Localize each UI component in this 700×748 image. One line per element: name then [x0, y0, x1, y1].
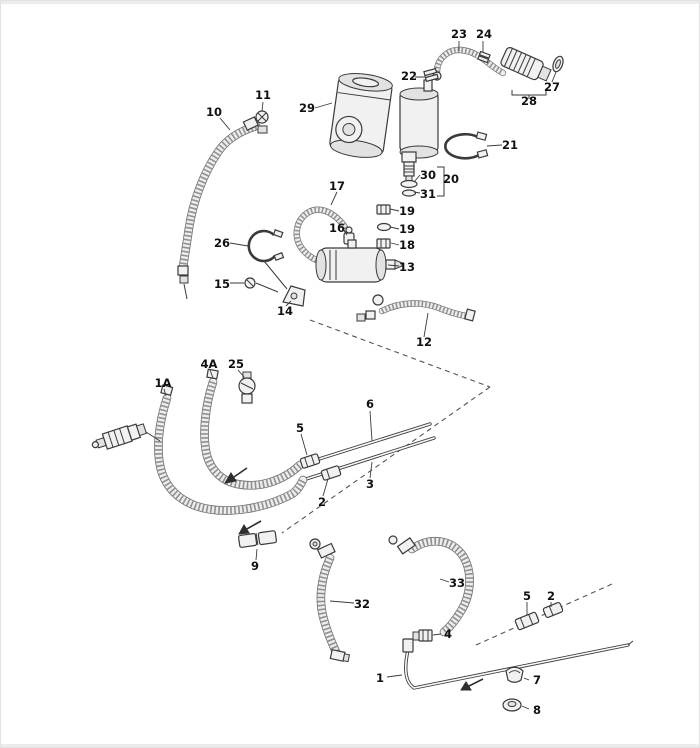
callout-4: 4: [444, 627, 452, 641]
callout-labels: 10 11 29 22 23 24 28 27 21 30 20 31 17 1…: [155, 27, 560, 717]
callout-11: 11: [255, 88, 271, 102]
banjo-bolt-11: [255, 110, 269, 134]
fuel-hose-12: [356, 294, 476, 322]
callout-25: 25: [228, 357, 244, 371]
fuel-hose-33: [388, 535, 470, 632]
fuel-hose-32: [309, 538, 351, 663]
callout-5-bottom: 5: [523, 589, 531, 603]
callout-33: 33: [449, 576, 465, 590]
seal-ring-27: [552, 55, 564, 73]
line-coupler-2-mid: [320, 465, 342, 481]
callout-4a: 4A: [201, 357, 218, 371]
callout-31: 31: [420, 187, 436, 201]
line-coupler-9: [238, 530, 278, 548]
callout-13: 13: [399, 260, 415, 274]
callout-23: 23: [451, 27, 467, 41]
callout-6: 6: [366, 397, 374, 411]
cushion-clamp-26: [247, 229, 288, 290]
ribbed-coupling-28: [500, 47, 552, 82]
callout-30: 30: [420, 168, 436, 182]
vent-valve-25: [238, 371, 256, 404]
retaining-clip-7: [505, 666, 524, 683]
callout-32: 32: [354, 597, 370, 611]
callout-5-mid: 5: [296, 421, 304, 435]
callout-26: 26: [214, 236, 230, 250]
callout-8: 8: [533, 703, 541, 717]
callout-10: 10: [206, 105, 222, 119]
callout-20: 20: [443, 172, 459, 186]
callout-16: 16: [329, 221, 345, 235]
fuel-pipe-1: [402, 638, 634, 690]
grommet-8: [502, 698, 522, 712]
callout-22: 22: [401, 69, 417, 83]
callout-9: 9: [251, 559, 259, 573]
callout-1: 1: [376, 671, 384, 685]
mounting-bracket-14: [282, 285, 306, 307]
fuel-hose-4a: [205, 368, 300, 485]
callout-leader-lines: [163, 41, 557, 710]
group-bracket-20: [437, 166, 445, 197]
callout-29: 29: [299, 101, 315, 115]
callout-19-upper: 19: [399, 204, 415, 218]
callout-28: 28: [521, 94, 537, 108]
hose-clamp-21: [444, 131, 489, 160]
callout-21: 21: [502, 138, 518, 152]
callout-7: 7: [533, 673, 541, 687]
clamp-bolt-15: [244, 277, 279, 293]
callout-15: 15: [214, 277, 230, 291]
callout-12: 12: [416, 335, 432, 349]
top-margin-band: [0, 0, 700, 4]
union-fitting-1a: [91, 423, 148, 450]
hose-clamp-24: [477, 50, 491, 64]
callout-18: 18: [399, 238, 415, 252]
callout-19-lower: 19: [399, 222, 415, 236]
bottom-margin-band: [0, 744, 700, 748]
callout-2-bottom: 2: [547, 589, 555, 603]
callout-14: 14: [277, 304, 293, 318]
callout-1a: 1A: [155, 376, 172, 390]
fuel-hose-1a: [158, 384, 303, 511]
fuel-accumulator: [329, 73, 393, 158]
flow-arrow-icon: [224, 467, 248, 484]
fuel-hose-10: [177, 116, 258, 300]
fitting-washer-19-lower: [376, 222, 392, 232]
fuel-pump: [399, 79, 439, 182]
threaded-fitting-4: [412, 629, 433, 642]
line-coupler-5-mid: [299, 453, 321, 469]
check-valve-washer-30: [400, 179, 418, 189]
callout-27: 27: [544, 80, 560, 94]
flow-arrow-icon: [460, 678, 484, 691]
fitting-hose-link: [145, 431, 161, 442]
dashed-guide-lines: [281, 319, 613, 646]
line-coupler-5-bottom: [514, 611, 540, 631]
callout-17: 17: [329, 179, 345, 193]
flow-arrow-icon: [238, 520, 262, 535]
fuel-hose-23: [432, 50, 503, 81]
callout-24: 24: [476, 27, 492, 41]
line-coupler-2-bottom: [542, 601, 564, 619]
group-bracket-28: [511, 90, 547, 99]
fitting-nut-19-upper: [376, 204, 391, 215]
check-valve-washer-31: [401, 189, 417, 197]
fitting-nut-18: [376, 238, 391, 249]
callout-2-mid: 2: [318, 495, 326, 509]
hose-clamp-22: [423, 67, 439, 83]
callout-3: 3: [366, 477, 374, 491]
